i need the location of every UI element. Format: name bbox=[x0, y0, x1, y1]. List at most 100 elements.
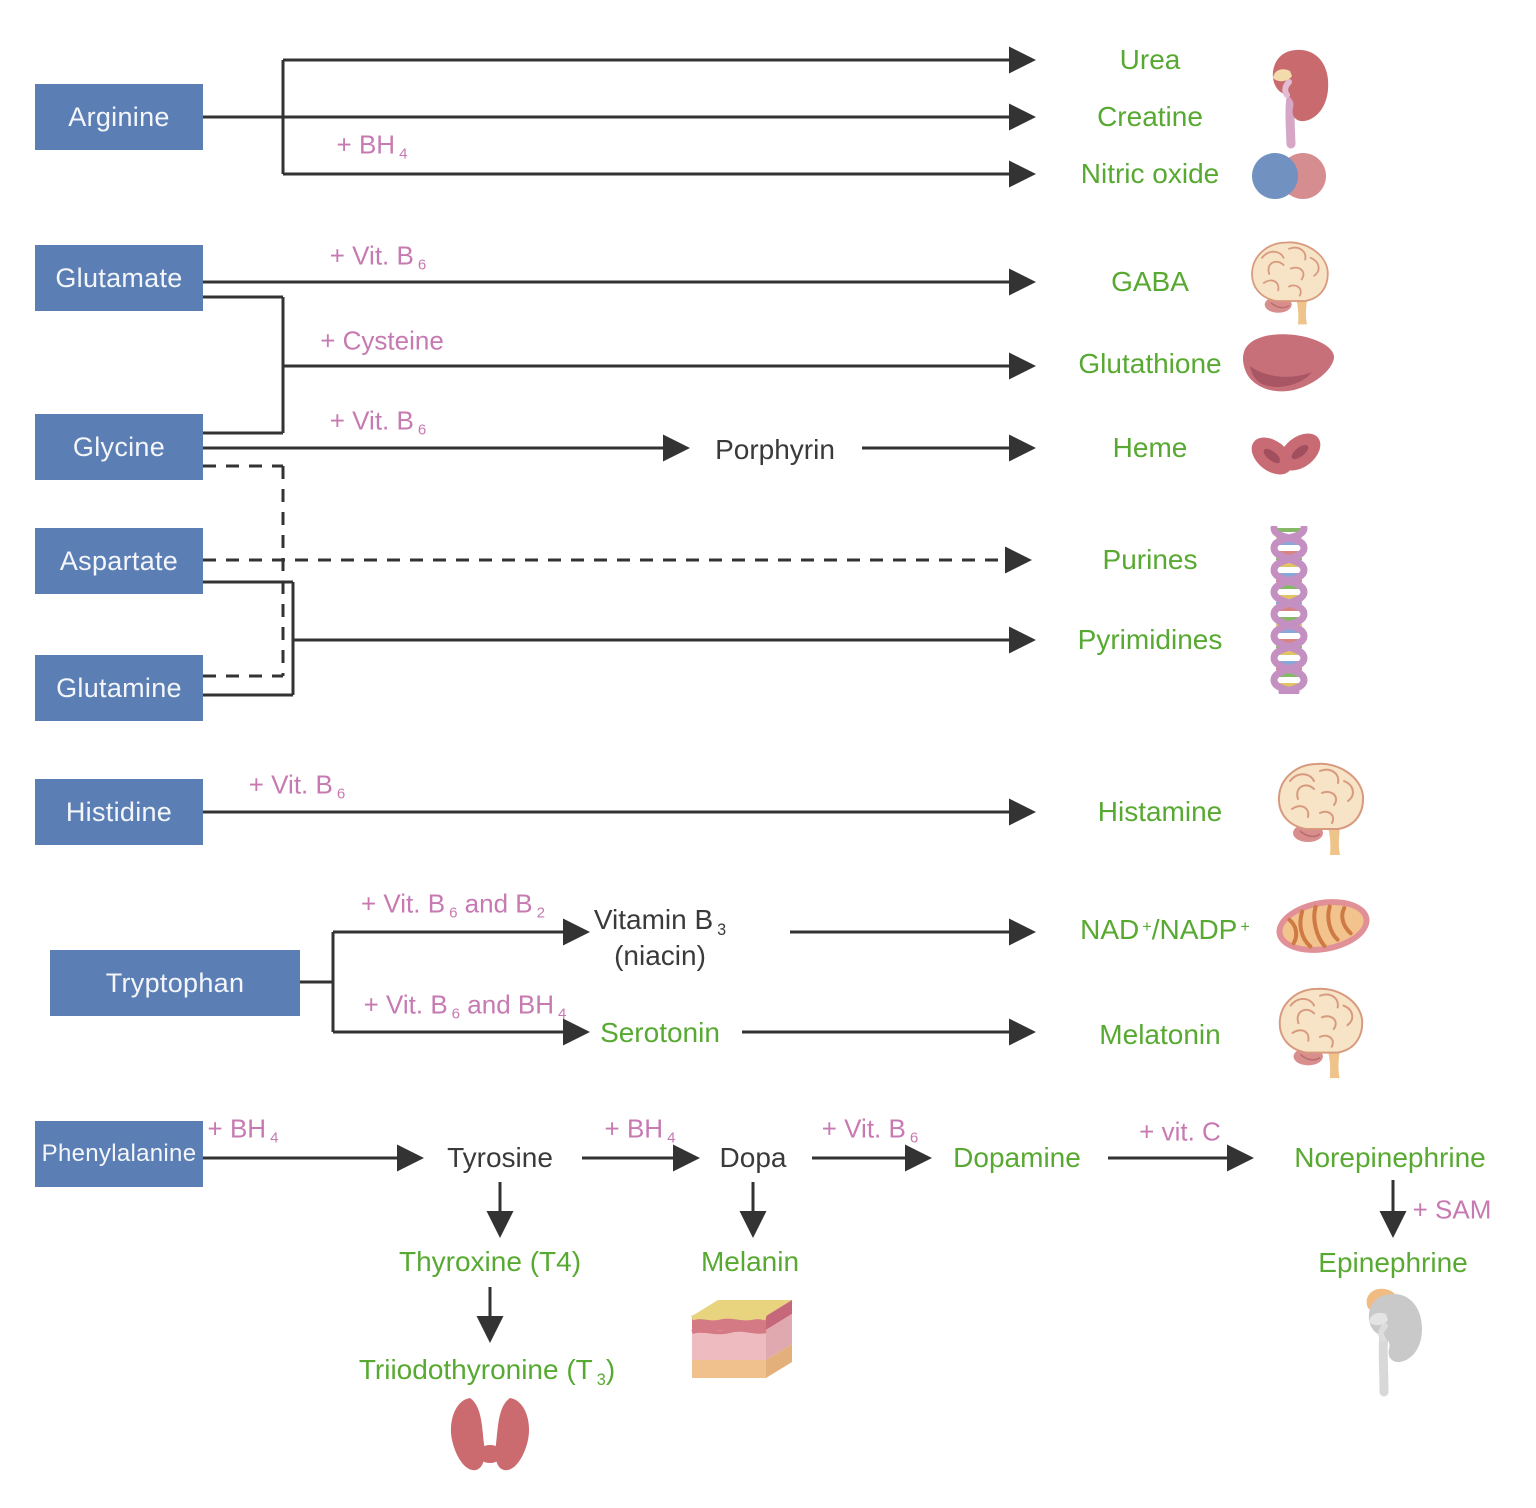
box-phenylalanine: Phenylalanine bbox=[35, 1121, 203, 1187]
vitamin-b3-line2: (niacin) bbox=[614, 939, 706, 971]
box-aspartate: Aspartate bbox=[35, 528, 203, 594]
nad-sup: + bbox=[1142, 917, 1152, 936]
nadp-text: /NADP bbox=[1151, 914, 1238, 945]
and-b2-text: and B bbox=[457, 888, 533, 919]
intermediate-porphyrin: Porphyrin bbox=[715, 434, 835, 465]
vitamin-b3-text: Vitamin B bbox=[593, 904, 714, 936]
box-aspartate-label: Aspartate bbox=[59, 545, 179, 576]
bh4-text: + BH bbox=[604, 1113, 664, 1144]
dashed-connectors bbox=[203, 464, 1032, 678]
bh4-sub: 4 bbox=[558, 1005, 567, 1023]
dashed-glycine-glutamine-join bbox=[203, 464, 285, 678]
dna-helix-icon bbox=[1270, 526, 1308, 694]
product-creatine: Creatine bbox=[1097, 101, 1203, 132]
bh4-text: + BH bbox=[336, 129, 396, 160]
product-gaba: GABA bbox=[1111, 266, 1189, 297]
box-glutamate: Glutamate bbox=[35, 245, 203, 311]
cofactor-vitc: + vit. C bbox=[1139, 1116, 1221, 1147]
cofactor-cysteine: + Cysteine bbox=[320, 325, 444, 356]
intermediate-tyrosine: Tyrosine bbox=[447, 1142, 553, 1173]
vitb6-text: + Vit. B bbox=[329, 240, 414, 271]
glutamate-glycine-join bbox=[203, 295, 285, 435]
vitb6-sub: 6 bbox=[449, 904, 458, 922]
red-blood-cells-icon bbox=[1251, 433, 1321, 475]
product-melanin: Melanin bbox=[700, 1246, 800, 1277]
thyroid-gland-icon bbox=[450, 1398, 530, 1471]
product-nitric-oxide: Nitric oxide bbox=[1080, 158, 1220, 189]
product-urea: Urea bbox=[1119, 44, 1181, 75]
vitb6-text: + Vit. B bbox=[329, 405, 414, 436]
box-glutamine: Glutamine bbox=[35, 655, 203, 721]
vitb6-text: + Vit. B bbox=[248, 769, 333, 800]
t3-sub: 3 bbox=[596, 1370, 606, 1389]
vitamin-b3-sub: 3 bbox=[717, 920, 727, 939]
product-epinephrine: Epinephrine bbox=[1318, 1247, 1468, 1278]
nadp-sup: + bbox=[1240, 917, 1250, 936]
box-glutamine-label: Glutamine bbox=[56, 672, 182, 703]
box-tryptophan-label: Tryptophan bbox=[105, 967, 245, 998]
vitb6-text: + Vit. B bbox=[360, 888, 446, 919]
product-dopamine: Dopamine bbox=[953, 1142, 1081, 1173]
t3-paren: ) bbox=[605, 1354, 616, 1386]
vitb6-sub: 6 bbox=[417, 256, 427, 274]
product-serotonin: Serotonin bbox=[600, 1017, 720, 1048]
solid-connectors bbox=[203, 46, 1407, 1343]
brain-icon bbox=[1277, 762, 1365, 855]
box-phenylalanine-label: Phenylalanine bbox=[41, 1140, 197, 1167]
cofactor-sam: + SAM bbox=[1412, 1194, 1492, 1225]
box-glycine: Glycine bbox=[35, 414, 203, 480]
box-glycine-label: Glycine bbox=[72, 431, 166, 462]
product-glutathione: Glutathione bbox=[1078, 348, 1222, 379]
intermediate-dopa: Dopa bbox=[719, 1142, 787, 1173]
kidney-icon bbox=[1272, 49, 1329, 149]
and-bh4-text: and BH bbox=[460, 989, 555, 1020]
product-purines: Purines bbox=[1102, 544, 1198, 575]
brain-icon bbox=[1251, 241, 1329, 325]
vitb6-sub: 6 bbox=[417, 421, 427, 439]
vitb6-text: + Vit. B bbox=[363, 989, 448, 1020]
box-glutamate-label: Glutamate bbox=[55, 262, 183, 293]
vitb6-text: + Vit. B bbox=[821, 1113, 906, 1144]
mitochondrion-icon bbox=[1276, 899, 1370, 953]
adrenal-gland-icon bbox=[1366, 1288, 1422, 1397]
product-norepinephrine: Norepinephrine bbox=[1294, 1142, 1486, 1173]
product-heme: Heme bbox=[1112, 432, 1188, 463]
product-thyroxine-t4: Thyroxine (T4) bbox=[398, 1246, 582, 1277]
bh4-sub: 4 bbox=[667, 1129, 676, 1147]
brain-icon bbox=[1278, 987, 1364, 1079]
vitb6-sub: 6 bbox=[336, 785, 346, 803]
bh4-text: + BH bbox=[207, 1113, 267, 1144]
bh4-sub: 4 bbox=[399, 145, 408, 163]
vitb6-sub: 6 bbox=[451, 1005, 461, 1023]
nad-text: NAD bbox=[1080, 914, 1140, 945]
skin-layers-icon bbox=[691, 1300, 792, 1378]
tryptophan-branch bbox=[300, 932, 335, 1032]
box-histidine-label: Histidine bbox=[65, 796, 173, 827]
product-histamine: Histamine bbox=[1097, 796, 1223, 827]
vitb6-sub: 6 bbox=[909, 1129, 919, 1147]
nitric-oxide-molecule-icon bbox=[1252, 153, 1326, 199]
product-nad-nadp: NAD+/NADP+ bbox=[1080, 914, 1250, 946]
box-tryptophan: Tryptophan bbox=[50, 950, 300, 1016]
product-melatonin: Melatonin bbox=[1099, 1019, 1221, 1050]
liver-icon bbox=[1242, 334, 1335, 392]
box-arginine: Arginine bbox=[35, 84, 203, 150]
product-pyrimidines: Pyrimidines bbox=[1077, 624, 1223, 655]
b2-sub: 2 bbox=[536, 904, 546, 922]
box-arginine-label: Arginine bbox=[68, 101, 170, 132]
t3-text: Triiodothyronine (T bbox=[358, 1354, 593, 1386]
